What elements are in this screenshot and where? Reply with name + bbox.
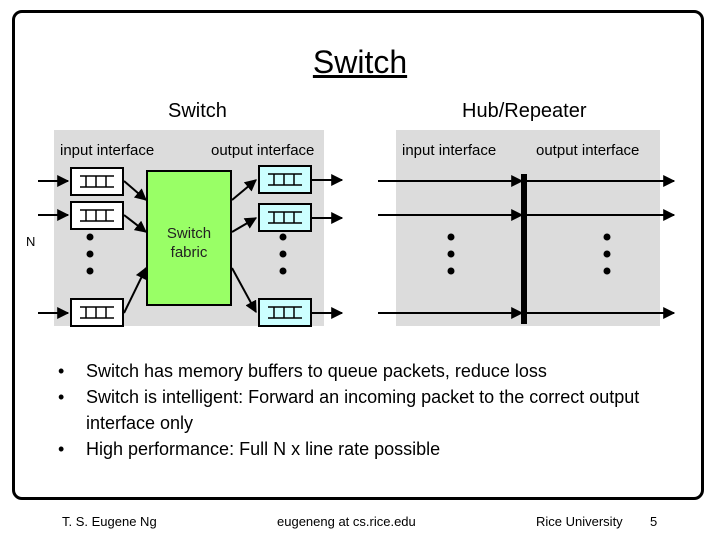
hub-output-interface-label: output interface [536, 142, 640, 159]
fabric-to-output-line [231, 179, 257, 201]
footer-author: T. S. Eugene Ng [62, 514, 157, 529]
hub-bus [521, 174, 527, 324]
ellipsis-dots [86, 233, 611, 275]
output-buffer [258, 165, 312, 194]
hub-heading: Hub/Repeater [462, 100, 587, 122]
input-buffer [70, 298, 124, 327]
output-buffer [258, 203, 312, 232]
output-buffer [258, 298, 312, 327]
switch-fabric-label: Switch fabric [146, 224, 232, 262]
switch-fabric-label-line2: fabric [170, 244, 208, 261]
bullet-item: Switch is intelligent: Forward an incomi… [56, 384, 676, 436]
buffer-slots [80, 173, 302, 319]
bullet-item: Switch has memory buffers to queue packe… [56, 358, 676, 384]
footer-email: eugeneng at cs.rice.edu [277, 514, 416, 529]
fabric-to-output-line [231, 217, 258, 233]
switch-fabric-label-line1: Switch [166, 225, 212, 242]
input-to-fabric-line [123, 180, 147, 201]
input-buffer [70, 167, 124, 196]
switch-fabric [146, 170, 232, 306]
input-to-fabric-line [123, 266, 147, 314]
bullet-list: Switch has memory buffers to queue packe… [56, 358, 676, 462]
hub-input-interface-label: input interface [402, 142, 497, 159]
footer-org: Rice University [536, 514, 623, 529]
n-label: N [26, 234, 36, 249]
hub-panel [396, 130, 660, 326]
input-buffer [70, 201, 124, 230]
switch-output-interface-label: output interface [211, 142, 315, 159]
footer-page-number: 5 [650, 514, 658, 529]
slide-frame [12, 10, 704, 500]
bullet-item: High performance: Full N x line rate pos… [56, 436, 676, 462]
input-to-fabric-line [123, 214, 147, 233]
switch-heading: Switch [168, 100, 227, 122]
slide-title: Switch [312, 44, 408, 80]
fabric-to-output-line [231, 267, 257, 314]
switch-input-interface-label: input interface [60, 142, 155, 159]
